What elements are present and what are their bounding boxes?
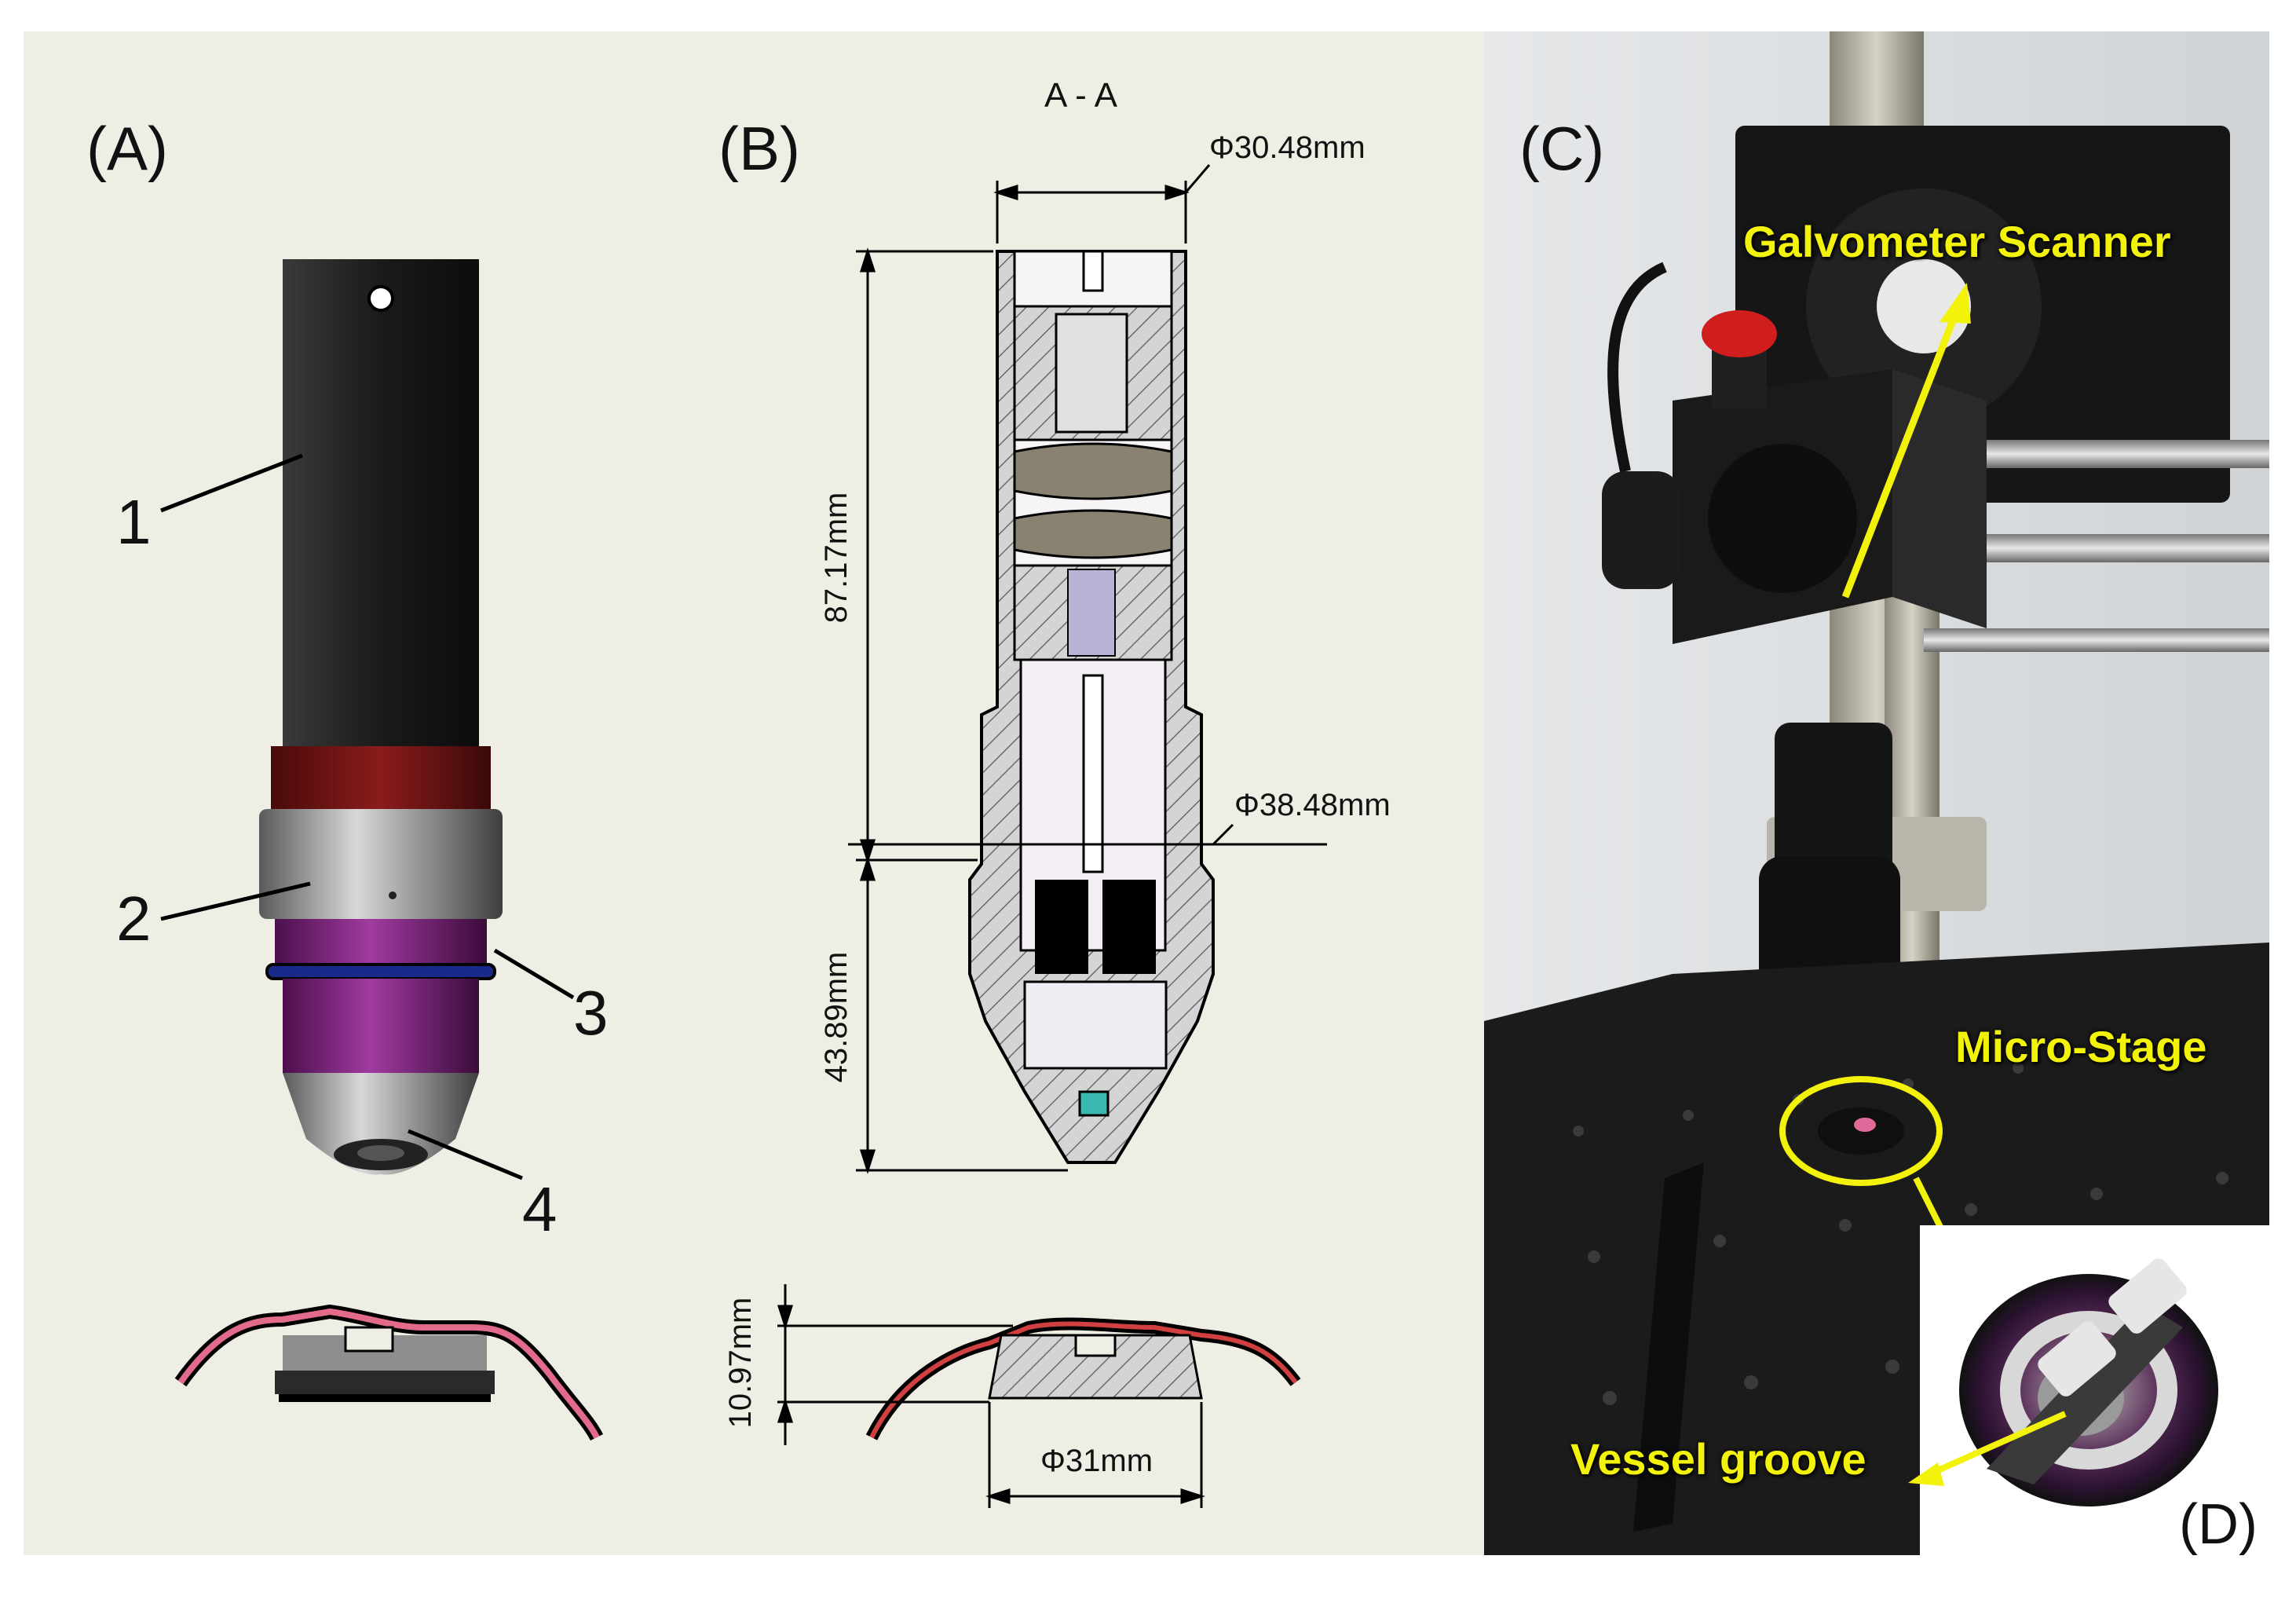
dimension-upper-length: 87.17mm	[819, 492, 854, 624]
panel-label-b: (B)	[718, 114, 800, 183]
dimension-lower-length: 43.89mm	[819, 951, 854, 1083]
section-view	[968, 250, 1215, 1164]
section-title: A - A	[1044, 76, 1117, 115]
setup-photo	[1484, 31, 2269, 1555]
panel-label-d: (D)	[2179, 1493, 2258, 1556]
stage-rendering-a	[174, 1304, 604, 1441]
callout-1: 1	[116, 487, 152, 557]
stage-section-b	[777, 1284, 1301, 1508]
setup-photo-drawing	[1484, 31, 2269, 1555]
annotation-vessel-groove: Vessel groove	[1570, 1434, 1866, 1484]
dimension-mid-diameter: Φ38.48mm	[1234, 788, 1391, 822]
dimension-top-diameter: Φ30.48mm	[1209, 130, 1366, 165]
callout-2: 2	[116, 884, 152, 954]
annotation-micro-stage: Micro-Stage	[1955, 1022, 2207, 1071]
callout-3: 3	[573, 978, 609, 1048]
dimension-stage-diameter: Φ31mm	[1040, 1444, 1153, 1478]
drawing-background	[24, 31, 1484, 1555]
callout-4: 4	[522, 1174, 558, 1244]
dimension-lines	[848, 164, 1327, 1174]
probe-rendering	[160, 259, 575, 1181]
panel-label-c: (C)	[1519, 114, 1605, 183]
annotation-galvometer-scanner: Galvometer Scanner	[1743, 217, 2171, 266]
panel-label-a: (A)	[86, 114, 168, 183]
dimension-stage-height: 10.97mm	[723, 1297, 758, 1429]
